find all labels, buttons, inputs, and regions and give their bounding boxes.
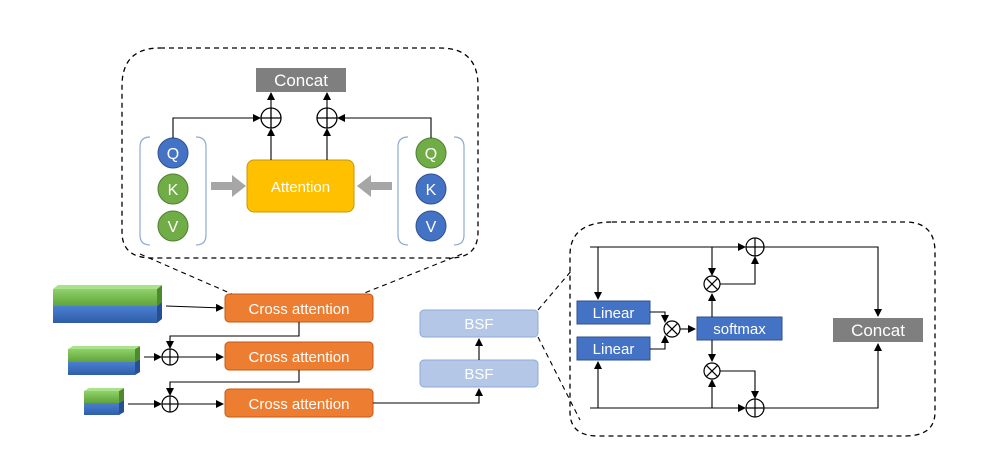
svg-text:V: V xyxy=(426,219,437,236)
zoom-line-bsf-bottom xyxy=(537,336,581,421)
feature-block-small xyxy=(84,388,124,415)
left-qkv-group: Q K V xyxy=(139,136,207,246)
multiply-bottom-icon xyxy=(703,362,721,380)
linear-block-upper: Linear xyxy=(576,300,651,325)
attention-detail-panel xyxy=(121,47,479,259)
cross-attention-block-1: Cross attention xyxy=(224,293,374,323)
svg-text:Cross attention: Cross attention xyxy=(249,349,350,366)
left-q-node: Q xyxy=(157,137,189,169)
svg-text:BSF: BSF xyxy=(464,316,493,333)
cross-attention-block-3: Cross attention xyxy=(224,388,374,418)
concat-top-label: Concat xyxy=(274,71,328,90)
plus-right-top-icon xyxy=(745,237,765,257)
svg-text:K: K xyxy=(168,182,179,199)
svg-text:K: K xyxy=(426,182,437,199)
svg-text:BSF: BSF xyxy=(464,366,493,383)
svg-text:Q: Q xyxy=(167,146,179,163)
right-v-node: V xyxy=(415,210,447,242)
bsf-block-upper: BSF xyxy=(419,309,539,338)
plus-top-right-icon xyxy=(316,107,338,129)
zoom-line-right xyxy=(361,253,463,295)
plus-left-2-icon xyxy=(161,348,179,366)
zoom-line-bsf-top xyxy=(537,269,573,311)
left-k-node: K xyxy=(157,173,189,205)
cross-attention-block-2: Cross attention xyxy=(224,341,374,371)
plus-right-bottom-icon xyxy=(745,398,765,418)
bsf-detail-panel xyxy=(569,221,936,437)
svg-text:Cross attention: Cross attention xyxy=(249,301,350,318)
bsf-block-lower: BSF xyxy=(419,359,539,388)
svg-text:Concat: Concat xyxy=(851,321,905,340)
plus-top-left-icon xyxy=(260,107,282,129)
zoom-line-left xyxy=(139,253,233,295)
right-gray-arrow-icon xyxy=(357,175,392,197)
svg-text:softmax: softmax xyxy=(713,321,766,338)
svg-text:Linear: Linear xyxy=(593,341,635,358)
linear-block-lower: Linear xyxy=(576,336,651,361)
concat-right-block: Concat xyxy=(833,318,923,342)
svg-text:Q: Q xyxy=(425,146,437,163)
attention-label: Attention xyxy=(271,179,330,196)
softmax-block: softmax xyxy=(696,316,783,341)
multiply-top-icon xyxy=(703,275,721,293)
multiply-center-icon xyxy=(663,320,681,338)
left-v-node: V xyxy=(157,210,189,242)
right-q-node: Q xyxy=(415,137,447,169)
svg-text:Linear: Linear xyxy=(593,305,635,322)
svg-text:Cross attention: Cross attention xyxy=(249,396,350,413)
plus-left-3-icon xyxy=(161,395,179,413)
right-qkv-group: Q K V xyxy=(397,136,465,246)
concat-top-block: Concat xyxy=(256,68,346,92)
right-k-node: K xyxy=(415,173,447,205)
svg-text:V: V xyxy=(168,219,179,236)
attention-block: Attention xyxy=(246,159,355,213)
feature-block-medium xyxy=(68,346,140,375)
left-gray-arrow-icon xyxy=(211,175,246,197)
feature-block-large xyxy=(53,285,162,323)
